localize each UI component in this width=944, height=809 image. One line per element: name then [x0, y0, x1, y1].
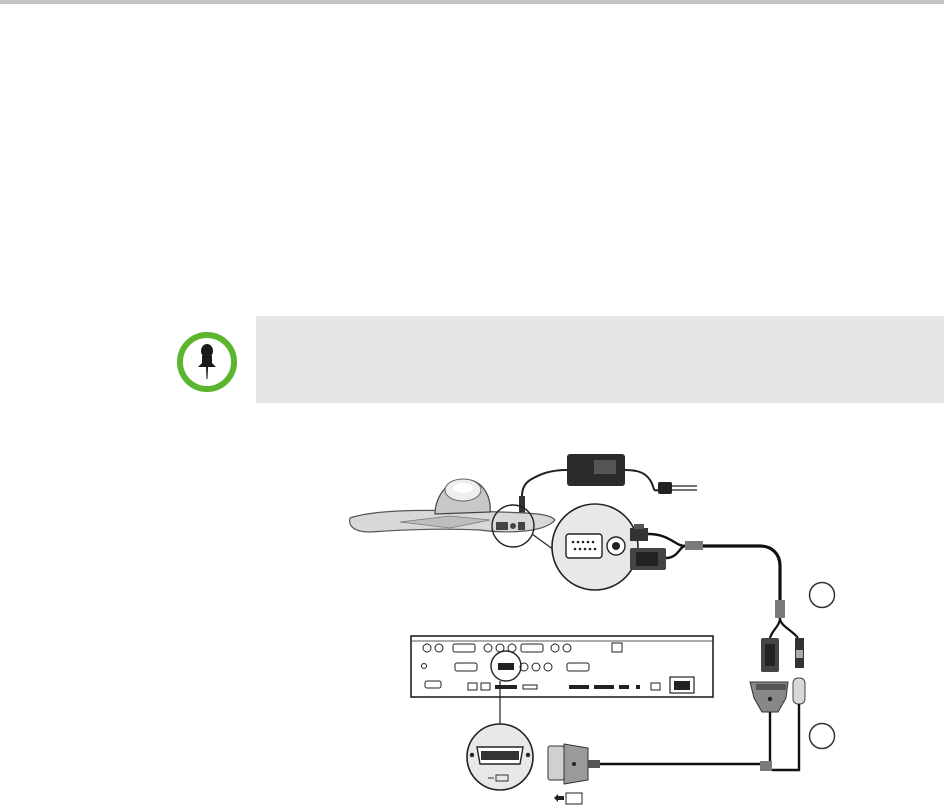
note-box — [256, 316, 944, 403]
microphone-pod — [350, 479, 555, 547]
callout-2 — [810, 724, 835, 749]
pushpin-icon — [176, 331, 238, 393]
top-rule — [0, 0, 944, 4]
callout-1 — [810, 583, 835, 608]
power-plug — [658, 482, 697, 494]
dvi-connector — [548, 744, 760, 804]
codec-rear-panel — [411, 636, 713, 728]
dvi-port-detail — [467, 724, 533, 790]
connection-diagram — [340, 450, 944, 809]
